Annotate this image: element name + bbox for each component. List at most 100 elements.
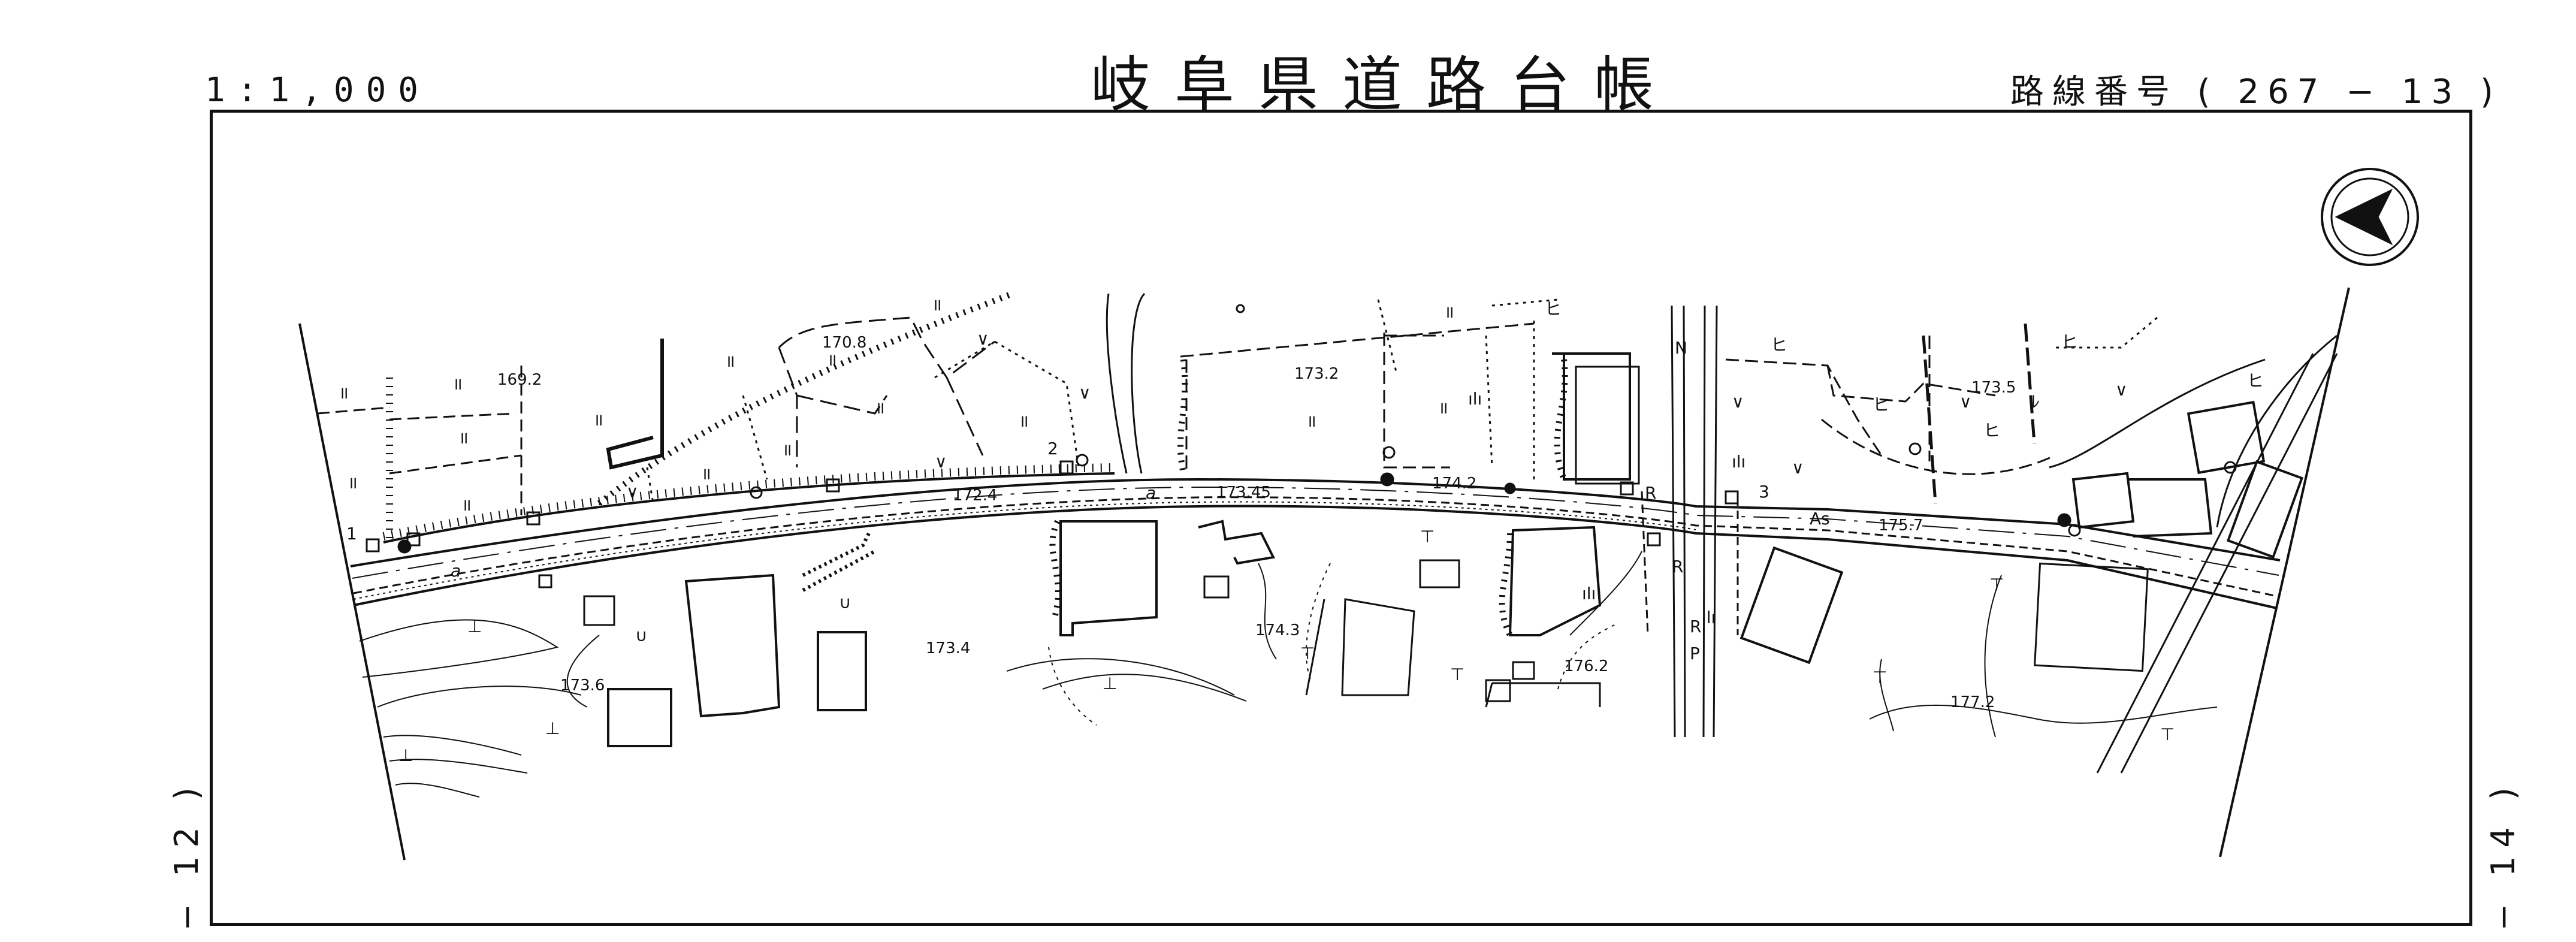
mark-r: R — [1672, 557, 1683, 576]
svg-text:⊤: ⊤ — [1989, 575, 2004, 594]
svg-text:∨: ∨ — [2115, 380, 2128, 400]
svg-text:⊤: ⊤ — [2160, 724, 2175, 744]
elevation-label: 172.4 — [953, 487, 997, 505]
line-label-a: a — [451, 561, 461, 581]
svg-text:॥: ॥ — [701, 464, 711, 484]
elevation-labels: 169.2 170.8 172.4 173.45 173.2 174.2 173… — [497, 334, 2016, 711]
svg-text:⊤: ⊤ — [1420, 527, 1435, 547]
svg-text:॥: ॥ — [782, 440, 792, 460]
utility-poles — [750, 304, 2237, 537]
survey-points — [397, 472, 2071, 554]
svg-text:ılı: ılı — [1468, 389, 1482, 409]
svg-text:ヒ: ヒ — [1545, 299, 1562, 319]
svg-text:ılı: ılı — [1702, 608, 1716, 627]
svg-text:⊤: ⊤ — [1873, 668, 1887, 687]
route-close-paren: ) — [2480, 73, 2502, 111]
svg-text:॥: ॥ — [932, 295, 942, 315]
svg-text:ılı: ılı — [1732, 452, 1745, 472]
map-extent-left — [298, 323, 406, 861]
building-lower-1 — [1059, 520, 1158, 636]
svg-text:ヒ: ヒ — [1983, 421, 2000, 440]
elevation-label: 173.5 — [1971, 379, 2016, 397]
route-number-block: 路線番号 ( 267 − 13 ) — [2010, 65, 2502, 113]
mark-p: P — [1690, 644, 1700, 663]
sheet-title: 岐阜県道路台帳 — [1091, 50, 1678, 120]
elevation-label: 174.2 — [1432, 475, 1476, 493]
svg-text:॥: ॥ — [1438, 398, 1448, 418]
elevation-label: 173.4 — [926, 639, 970, 657]
svg-text:ılı: ılı — [1582, 584, 1596, 603]
main-road — [350, 478, 2281, 609]
elevation-label: 170.8 — [822, 334, 866, 352]
svg-text:⊥: ⊥ — [545, 718, 560, 738]
svg-text:ヒ: ヒ — [2247, 371, 2264, 391]
map-scale: 1:1,000 — [205, 71, 431, 110]
elevation-label: 173.45 — [1216, 484, 1271, 502]
svg-text:॥: ॥ — [875, 398, 885, 418]
svg-text:॥: ॥ — [461, 495, 472, 515]
land-use-symbols: ॥ ॥ ॥ ॥ ॥ ॥ ॥ ॥ ॥ ॥ ॥ ॥ ॥ ॥ ॥ ॥ ∨ ∨ ∨ ∨ … — [339, 295, 2264, 765]
route-dash: − — [2346, 73, 2383, 111]
elevation-label: 169.2 — [497, 371, 542, 389]
elevation-label: 177.2 — [1950, 693, 1995, 711]
line-label-a: a — [1146, 483, 1156, 503]
route-sheet-number: 13 — [2401, 73, 2462, 111]
route-number: 267 — [2237, 73, 2327, 111]
mark-r: R — [1690, 617, 1701, 636]
svg-text:∨: ∨ — [1732, 392, 1744, 412]
north-arrow-icon — [2321, 168, 2419, 266]
svg-text:⊥: ⊥ — [1103, 674, 1117, 693]
svg-text:⊤: ⊤ — [1450, 665, 1464, 684]
svg-text:॥: ॥ — [1019, 411, 1029, 431]
elevation-label: 173.6 — [560, 677, 605, 695]
building-right-2 — [2187, 400, 2266, 475]
marker-labels: 1 2 a a As R R R P N 3 — [346, 338, 1830, 663]
svg-text:⊥: ⊥ — [467, 617, 482, 636]
svg-text:ヒ: ヒ — [1771, 335, 1787, 355]
svg-text:॥: ॥ — [1444, 302, 1454, 322]
svg-text:॥: ॥ — [348, 473, 358, 493]
mark-3: 3 — [1759, 482, 1769, 502]
elevation-label: 175.7 — [1879, 517, 1923, 535]
svg-text:॥: ॥ — [339, 383, 349, 403]
mark-r: R — [1645, 483, 1656, 503]
elevation-label: 173.2 — [1294, 365, 1339, 383]
svg-text:॥: ॥ — [593, 410, 603, 430]
svg-text:∨: ∨ — [1792, 458, 1804, 478]
svg-text:∪: ∪ — [635, 626, 648, 645]
svg-text:∨: ∨ — [977, 329, 989, 349]
contour-lines — [359, 551, 2218, 798]
svg-text:॥: ॥ — [1306, 411, 1316, 431]
elevation-label: 174.3 — [1255, 621, 1300, 639]
svg-text:⊤: ⊤ — [1300, 644, 1315, 663]
svg-text:⊥: ⊥ — [398, 745, 413, 765]
svg-text:ﾚ: ﾚ — [2031, 392, 2040, 412]
pavement-label: As — [1810, 509, 1830, 529]
svg-text:॥: ॥ — [725, 351, 735, 371]
elevation-label: 176.2 — [1564, 657, 1608, 675]
route-number-label: 路線番号 — [2010, 73, 2178, 111]
route-open-paren: ( — [2197, 73, 2219, 111]
road-markers — [366, 460, 1739, 588]
map-extent-right — [2219, 287, 2350, 858]
station-label-1: 1 — [346, 524, 357, 544]
svg-text:॥: ॥ — [458, 428, 469, 448]
mark-n: N — [1675, 338, 1687, 358]
svg-text:∪: ∪ — [839, 593, 851, 612]
svg-text:∨: ∨ — [1079, 383, 1091, 403]
svg-text:॥: ॥ — [827, 350, 837, 370]
building-right-3 — [2034, 562, 2149, 672]
station-label-2: 2 — [1047, 439, 1058, 458]
svg-text:॥: ॥ — [452, 374, 463, 394]
embankment-hachure — [383, 472, 1115, 544]
svg-text:∨: ∨ — [1959, 392, 1972, 412]
svg-text:∨: ∨ — [935, 452, 947, 472]
svg-text:ヒ: ヒ — [2061, 332, 2078, 352]
building-lower-2 — [684, 573, 781, 718]
map-frame — [210, 110, 2472, 925]
svg-text:ヒ: ヒ — [1873, 395, 1889, 415]
diagonal-street — [2096, 353, 2338, 774]
crossing-street — [1671, 305, 1718, 738]
